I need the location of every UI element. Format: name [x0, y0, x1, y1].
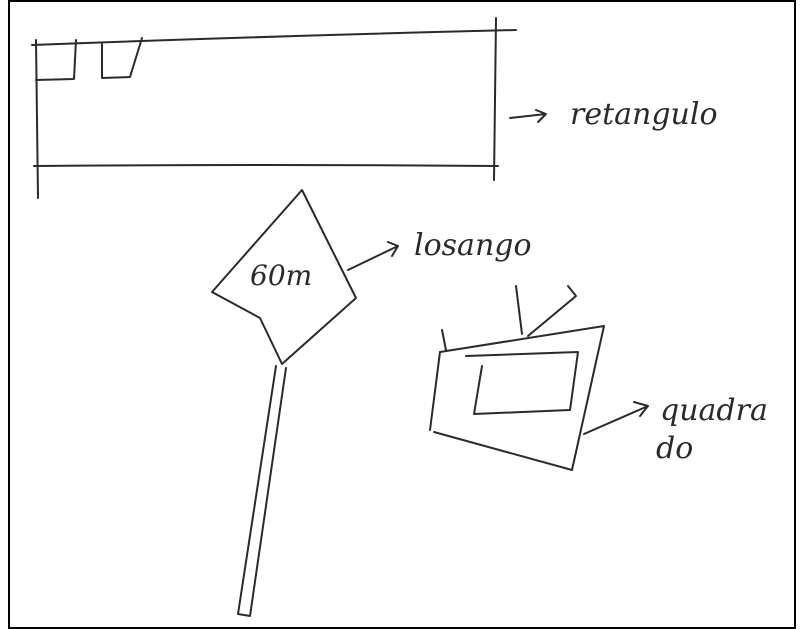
rhombus-measure: 60m: [250, 259, 312, 292]
rhombus-label: losango: [414, 228, 532, 263]
rectangle-arrow: [509, 109, 547, 123]
rhombus-arrow: [347, 241, 399, 271]
rectangle-label: retangulo: [570, 97, 718, 132]
square-arrow: [583, 401, 649, 435]
image-border: [8, 0, 796, 629]
rectangle-drawing: [31, 17, 517, 199]
square-drawing: [429, 285, 605, 471]
square-label-line2: do: [656, 431, 693, 466]
square-label-line1: quadra: [660, 393, 768, 428]
rhombus-drawing: [211, 189, 357, 617]
